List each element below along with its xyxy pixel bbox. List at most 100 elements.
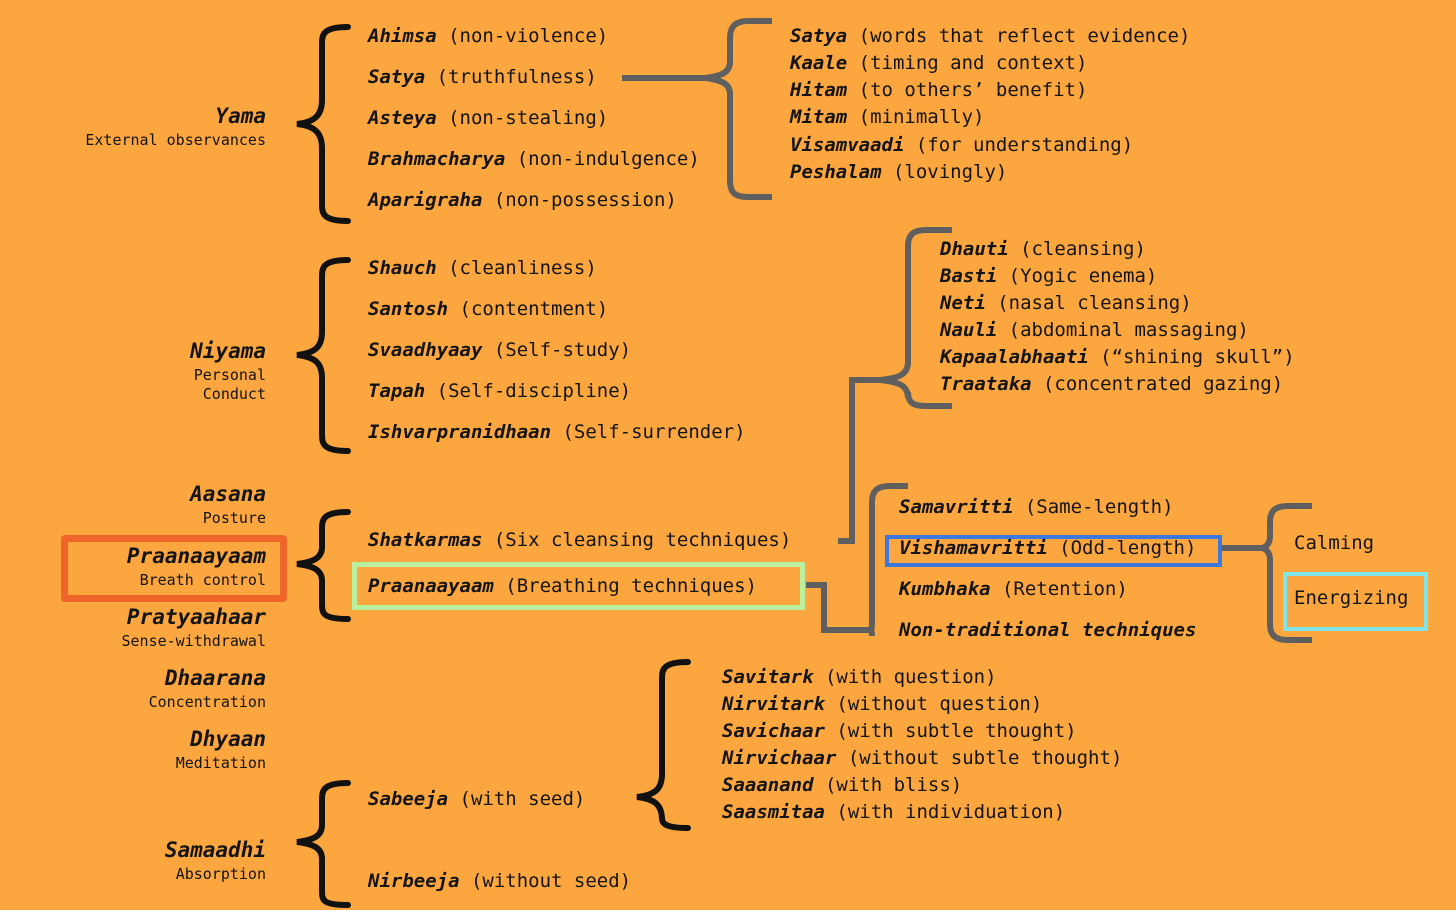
breathing-item: Vishamavritti (Odd-length) [899, 539, 1196, 558]
item-gloss: (words that reflect evidence) [858, 25, 1191, 47]
vishama-brace [1261, 503, 1312, 643]
item-term: Aparigraha [368, 189, 483, 211]
item-gloss: (with subtle thought) [836, 720, 1077, 742]
satya-item: Visamvaadi (for understanding) [790, 136, 1133, 155]
item-term: Kapaalabhaati [940, 346, 1089, 368]
niyama-brace [296, 257, 351, 454]
item-gloss: (for understanding) [915, 134, 1134, 156]
limb-name: Dhyaan [190, 727, 266, 751]
item-term: Nirbeeja [368, 870, 460, 892]
item-term: Hitam [790, 79, 848, 101]
limb-name: Praanaayaam [126, 544, 266, 568]
limb-dhyaan: Dhyaan Meditation [176, 729, 266, 773]
limb-name: Dhaarana [164, 666, 266, 690]
item-gloss: (lovingly) [892, 161, 1008, 183]
pranayama-brace [296, 509, 351, 622]
item-term: Kaale [790, 52, 848, 74]
sabeeja-item: Nirvichaar (without subtle thought) [722, 749, 1122, 768]
item-term: Dhauti [940, 238, 1009, 260]
limb-name: Niyama [190, 339, 266, 363]
sabeeja-item: Savitark (with question) [722, 668, 997, 687]
limb-desc-line2: Conduct [202, 385, 266, 403]
limb-desc: Personal [193, 366, 266, 384]
sabeeja-brace [636, 659, 691, 831]
vishama-item-energizing: Energizing [1294, 589, 1408, 608]
yama-item: Satya (truthfulness) [368, 68, 597, 87]
samaadhi-item: Sabeeja (with seed) [368, 790, 585, 809]
item-term: Non-traditional techniques [899, 619, 1197, 641]
item-term: Basti [940, 265, 998, 287]
item-gloss: (minimally) [858, 106, 985, 128]
sabeeja-item: Saaanand (with bliss) [722, 776, 962, 795]
limb-desc: Concentration [148, 693, 266, 711]
item-gloss: (with bliss) [824, 774, 963, 796]
item-gloss: (cleanliness) [448, 257, 597, 279]
item-term: Kumbhaka [899, 578, 991, 600]
sabeeja-item: Nirvitark (without question) [722, 695, 1042, 714]
yama-item: Brahmacharya (non-indulgence) [368, 150, 700, 169]
item-gloss: (without seed) [470, 870, 632, 892]
item-gloss: (“shining skull”) [1100, 346, 1295, 368]
item-gloss: (concentrated gazing) [1042, 373, 1284, 395]
limb-samaadhi: Samaadhi Absorption [165, 840, 266, 884]
item-term: Brahmacharya [368, 148, 506, 170]
item-term: Ishvarpranidhaan [368, 421, 552, 443]
item-gloss: (Breathing techniques) [505, 575, 757, 597]
limb-pratyaahaar: Pratyaahaar Sense-withdrawal [122, 607, 267, 651]
item-gloss: (non-possession) [493, 189, 677, 211]
limb-name: Yama [215, 104, 266, 128]
limb-name: Samaadhi [164, 838, 266, 862]
limb-name: Pratyaahaar [126, 605, 266, 629]
yama-brace [296, 24, 351, 224]
limb-desc: Absorption [175, 865, 266, 883]
item-gloss: (non-stealing) [448, 107, 609, 129]
item-gloss: (with individuation) [836, 801, 1066, 823]
satya-item: Peshalam (lovingly) [790, 163, 1007, 182]
yama-item: Asteya (non-stealing) [368, 109, 608, 128]
limb-desc: Meditation [175, 754, 266, 772]
satya-item: Mitam (minimally) [790, 108, 985, 127]
sabeeja-item: Savichaar (with subtle thought) [722, 722, 1077, 741]
item-term: Traataka [940, 373, 1032, 395]
item-term: Praanaayaam [368, 575, 494, 597]
niyama-item: Santosh (contentment) [368, 300, 608, 319]
praanaayaam-limb-highlight [61, 535, 287, 602]
item-term: Savichaar [722, 720, 825, 742]
item-gloss: (timing and context) [858, 52, 1088, 74]
item-term: Asteya [368, 107, 437, 129]
item-term: Visamvaadi [790, 134, 905, 156]
item-term: Nirvitark [722, 693, 825, 715]
satya-item: Hitam (to others’ benefit) [790, 81, 1087, 100]
limb-desc: Sense-withdrawal [121, 632, 267, 650]
pranayama-item: Shatkarmas (Six cleansing techniques) [368, 531, 791, 550]
breathing-connector [806, 582, 870, 633]
shatkarma-item: Kapaalabhaati (“shining skull”) [940, 348, 1295, 367]
item-term: Satya [368, 66, 426, 88]
limb-yama: Yama External observances [85, 106, 266, 150]
item-term: Savitark [722, 666, 814, 688]
limb-niyama: Niyama Personal Conduct [190, 341, 266, 404]
item-term: Vishamavritti [899, 537, 1048, 559]
shatkarmas-connector [838, 377, 880, 544]
sabeeja-item: Saasmitaa (with individuation) [722, 803, 1065, 822]
shatkarma-item: Dhauti (cleansing) [940, 240, 1146, 259]
item-term: Svaadhyaay [368, 339, 483, 361]
limb-aasana: Aasana Posture [190, 484, 266, 528]
limb-dhaarana: Dhaarana Concentration [149, 668, 266, 712]
satya-item: Satya (words that reflect evidence) [790, 27, 1190, 46]
item-term: Ahimsa [368, 25, 437, 47]
breathing-item: Non-traditional techniques [899, 621, 1196, 640]
breathing-item: Kumbhaka (Retention) [899, 580, 1128, 599]
satya-brace [704, 18, 772, 200]
item-gloss: (with question) [824, 666, 997, 688]
item-gloss: (non-violence) [448, 25, 609, 47]
satya-item: Kaale (timing and context) [790, 54, 1087, 73]
pranayama-item: Praanaayaam (Breathing techniques) [368, 577, 757, 596]
item-term: Sabeeja [368, 788, 449, 810]
item-term: Saasmitaa [722, 801, 825, 823]
item-gloss: (truthfulness) [436, 66, 597, 88]
item-gloss: (nasal cleansing) [997, 292, 1192, 314]
item-gloss: (contentment) [459, 298, 609, 320]
